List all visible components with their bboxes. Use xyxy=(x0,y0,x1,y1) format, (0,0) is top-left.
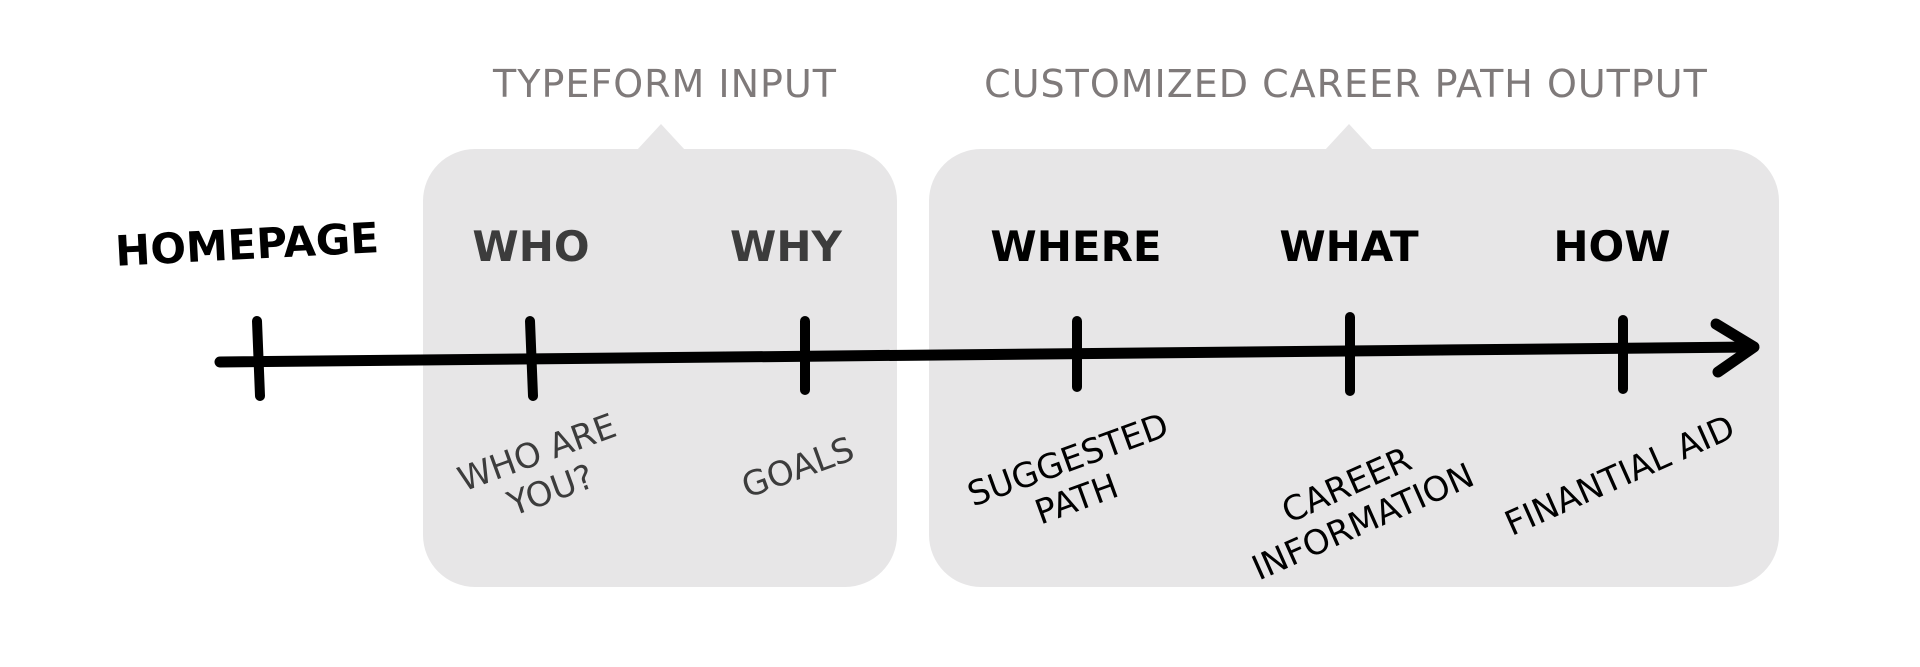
typeform-input-pointer xyxy=(637,124,685,150)
stage-title-why: WHY xyxy=(730,222,842,271)
timeline-arrowhead xyxy=(1710,318,1760,378)
tick-who xyxy=(525,316,538,401)
typeform-input-group-box xyxy=(423,149,897,587)
typeform-input-label: TYPEFORM INPUT xyxy=(493,62,837,106)
stage-title-who: WHO xyxy=(472,222,590,271)
stage-title-what: WHAT xyxy=(1279,222,1419,271)
career-output-label: CUSTOMIZED CAREER PATH OUTPUT xyxy=(984,62,1708,106)
stage-title-where: WHERE xyxy=(990,222,1162,271)
tick-homepage xyxy=(252,316,265,401)
timeline-axis xyxy=(214,341,1758,368)
career-output-pointer xyxy=(1325,124,1373,150)
stage-title-how: HOW xyxy=(1553,222,1671,271)
